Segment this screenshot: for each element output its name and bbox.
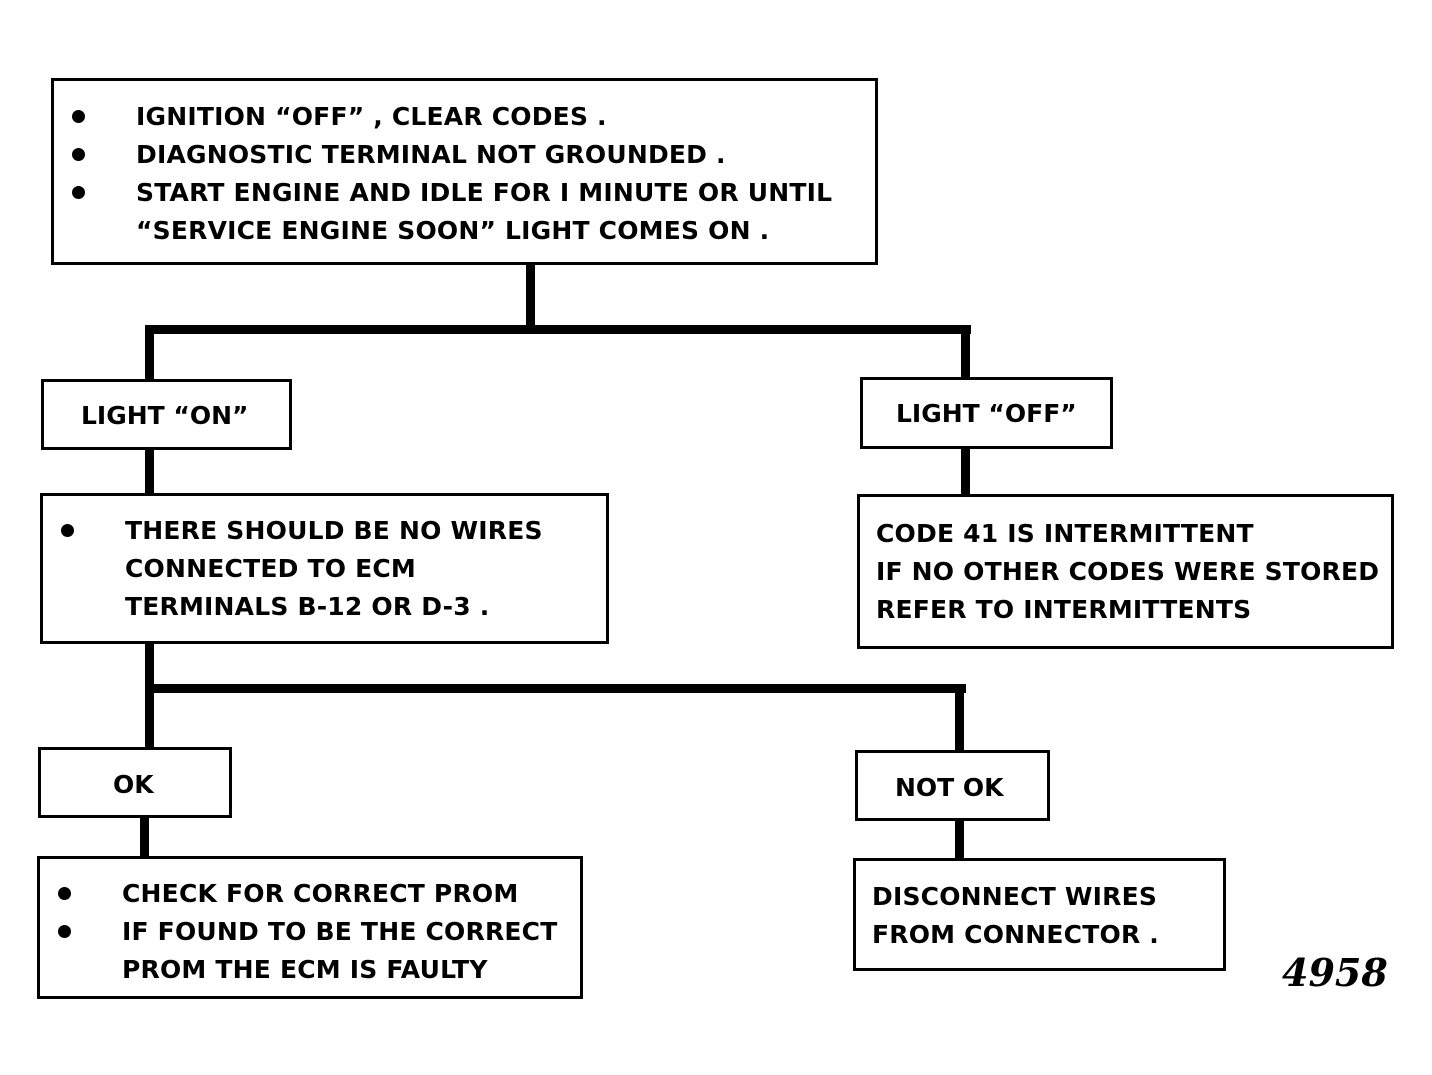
result-line: IF FOUND TO BE THE CORRECT [122,917,558,946]
light-on-box: LIGHT “ON” [41,379,292,450]
connector-line [526,262,535,330]
light-off-label: LIGHT “OFF” [896,399,1077,428]
bullet-icon [72,148,85,161]
disconnect-box: DISCONNECT WIRES FROM CONNECTOR . [853,858,1226,971]
not-ok-label: NOT OK [895,773,1004,802]
result-line: REFER TO INTERMITTENTS [876,595,1252,624]
connector-line [145,684,966,693]
bullet-icon [58,925,71,938]
light-off-box: LIGHT “OFF” [860,377,1113,449]
instruction-line: “SERVICE ENGINE SOON” LIGHT COMES ON . [136,216,770,245]
result-line: CHECK FOR CORRECT PROM [122,879,519,908]
result-line: PROM THE ECM IS FAULTY [122,955,488,984]
ok-box: OK [38,747,232,818]
result-line: IF NO OTHER CODES WERE STORED [876,557,1380,586]
wire-check-box: THERE SHOULD BE NO WIRES CONNECTED TO EC… [40,493,609,644]
start-box: IGNITION “OFF” , CLEAR CODES . DIAGNOSTI… [51,78,878,265]
connector-line [955,684,964,754]
bullet-icon [72,110,85,123]
instruction-line: IGNITION “OFF” , CLEAR CODES . [136,102,607,131]
connector-line [145,325,971,334]
check-line: CONNECTED TO ECM [125,554,416,583]
connector-line [140,815,149,860]
bullet-icon [61,524,74,537]
check-line: TERMINALS B-12 OR D-3 . [125,592,490,621]
check-line: THERE SHOULD BE NO WIRES [125,516,543,545]
connector-line [955,818,964,861]
result-line: DISCONNECT WIRES [872,882,1158,911]
intermittent-box: CODE 41 IS INTERMITTENT IF NO OTHER CODE… [857,494,1394,649]
instruction-line: DIAGNOSTIC TERMINAL NOT GROUNDED . [136,140,726,169]
connector-line [145,447,154,497]
connector-line [145,325,154,383]
result-line: CODE 41 IS INTERMITTENT [876,519,1254,548]
result-line: FROM CONNECTOR . [872,920,1159,949]
connector-line [961,446,970,498]
connector-line [145,641,154,751]
ok-label: OK [113,770,154,799]
instruction-line: START ENGINE AND IDLE FOR I MINUTE OR UN… [136,178,833,207]
bullet-icon [72,186,85,199]
not-ok-box: NOT OK [855,750,1050,821]
figure-number: 4958 [1282,950,1388,995]
bullet-icon [58,887,71,900]
light-on-label: LIGHT “ON” [81,401,249,430]
connector-line [961,325,970,381]
prom-check-box: CHECK FOR CORRECT PROM IF FOUND TO BE TH… [37,856,583,999]
